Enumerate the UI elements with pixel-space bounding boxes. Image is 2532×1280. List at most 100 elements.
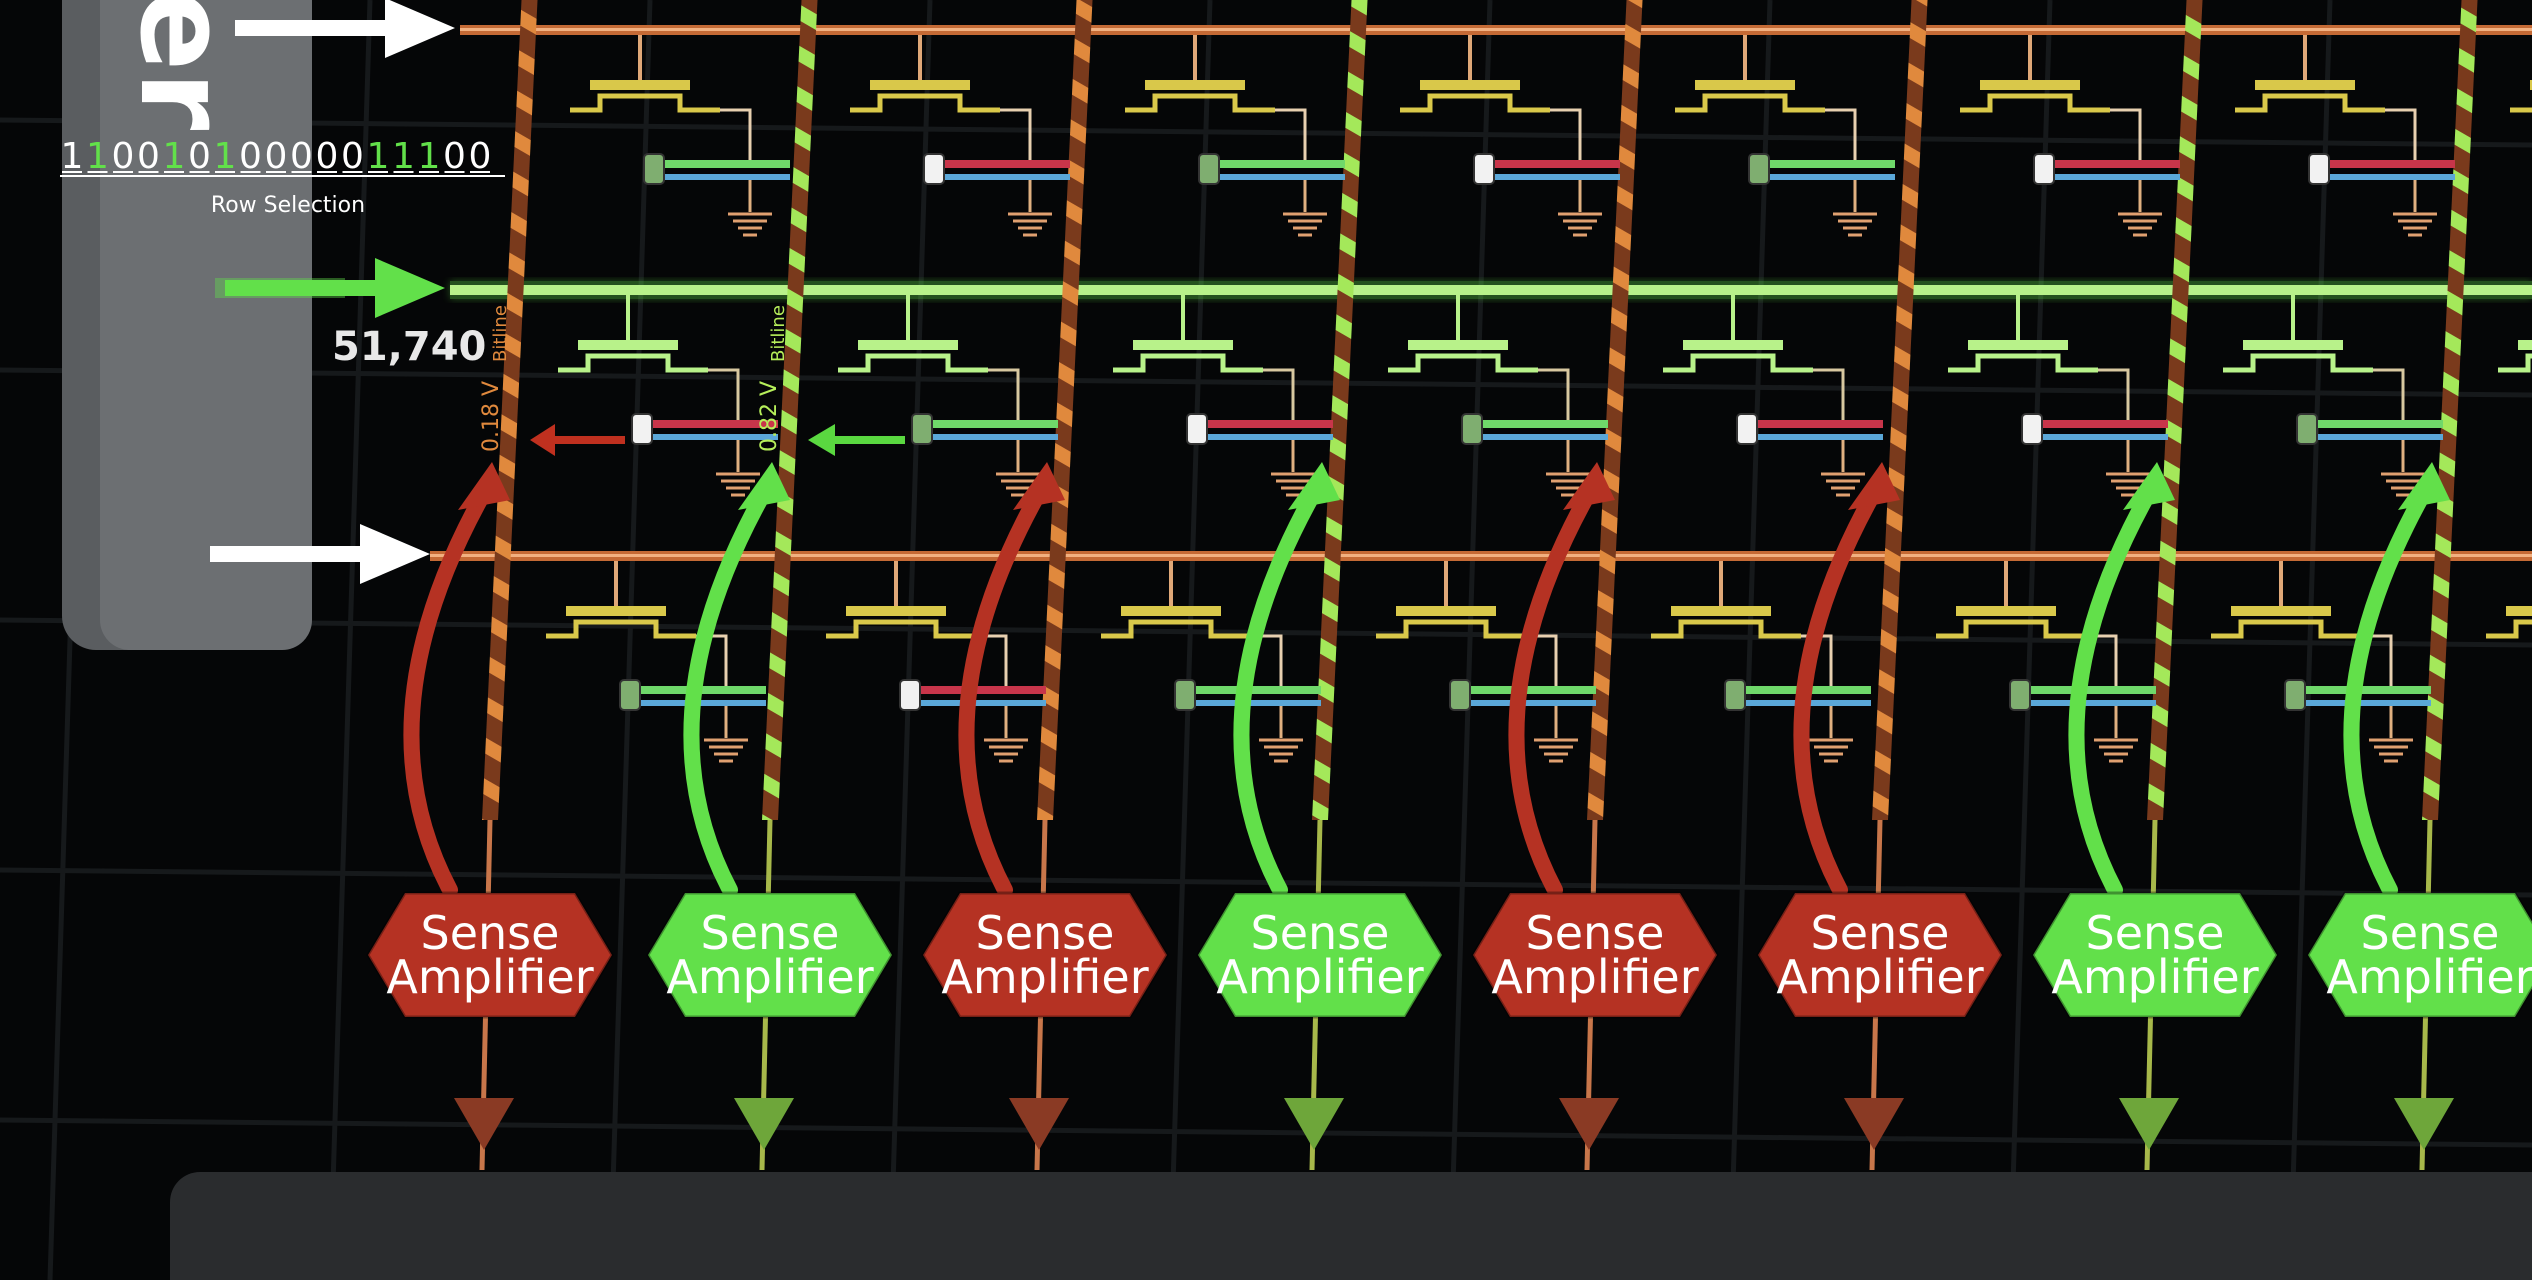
transistor-channel — [1113, 353, 1263, 373]
grid-line — [1727, 0, 1773, 1280]
transistor-channel — [558, 353, 708, 373]
memory-cell — [850, 35, 1070, 237]
memory-cell — [2211, 561, 2431, 763]
sense-amplifier-label-line2: Amplifier — [1776, 950, 1983, 1004]
address-bit: 0 — [188, 136, 211, 177]
memory-cell — [558, 295, 778, 497]
wordline-active — [450, 285, 2532, 295]
charge-indicator-icon — [899, 679, 921, 711]
capacitor-top-plate — [1215, 160, 1345, 168]
memory-cell — [1376, 561, 1596, 763]
wordline-highlight — [460, 28, 2532, 31]
capacitor-top-plate — [2325, 160, 2455, 168]
decoder-label: er — [113, 0, 252, 130]
sense-amplifier-label-line2: Amplifier — [2326, 950, 2532, 1004]
sense-arrow-curve — [1508, 492, 1593, 898]
sense-arrow-head-icon — [1013, 462, 1065, 510]
transistor-gate — [1695, 80, 1795, 90]
address-bit: 1 — [61, 136, 84, 177]
memory-cell — [570, 35, 790, 237]
charge-indicator-icon — [1198, 153, 1220, 185]
transistor-channel — [546, 619, 696, 639]
bitline-label-low: Bitline — [490, 305, 511, 362]
sense-arrow-curve — [1233, 492, 1318, 898]
capacitor-bottom-plate — [916, 700, 1046, 706]
transistor-channel — [1675, 93, 1825, 113]
charge-indicator-icon — [1736, 413, 1758, 445]
transistor-gate — [2243, 340, 2343, 350]
sense-amplifier-body — [366, 891, 614, 1019]
row-selection-label: Row Selection — [211, 193, 365, 218]
charge-indicator-icon — [1724, 679, 1746, 711]
grid-line — [1167, 0, 1213, 1280]
transistor-channel — [826, 619, 976, 639]
row-arrow-shaft — [235, 20, 395, 36]
sense-amplifier-body — [2031, 891, 2279, 1019]
cell-wire — [1538, 368, 1570, 420]
address-bit: 0 — [112, 136, 135, 177]
row-select-arrows — [210, 0, 455, 584]
capacitor-bottom-plate — [2050, 174, 2180, 180]
memory-cell — [1125, 35, 1345, 237]
transistor-channel — [570, 93, 720, 113]
capacitor-top-plate — [1478, 420, 1608, 428]
bitline-annotation-low: 0.18 V Bitline — [479, 305, 625, 456]
capacitor-top-plate — [2301, 686, 2431, 694]
address-bit: 0 — [137, 136, 160, 177]
output-arrow-icon — [1559, 1098, 1619, 1150]
sense-amplifier-label-line1: Sense — [976, 906, 1115, 960]
capacitor-top-plate — [660, 160, 790, 168]
transistor-channel — [838, 353, 988, 373]
charge-indicator-icon — [2033, 153, 2055, 185]
memory-cell — [2235, 35, 2455, 237]
sense-amplifier-label-line1: Sense — [2361, 906, 2500, 960]
memory-cell — [2510, 80, 2532, 113]
transistor-channel — [2235, 93, 2385, 113]
bitline — [2147, 0, 2203, 820]
sense-arrow-curve — [683, 492, 768, 898]
charge-indicator-icon — [2308, 153, 2330, 185]
transistor-gate — [2506, 606, 2532, 616]
memory-cell — [1663, 295, 1883, 497]
sense-amplifier-label-line1: Sense — [1811, 906, 1950, 960]
bitline — [482, 0, 538, 820]
row-arrow-shaft — [225, 280, 385, 296]
wordlines — [430, 25, 2532, 561]
capacitor-bottom-plate — [2038, 434, 2168, 440]
transistor-channel — [1948, 353, 2098, 373]
grid-line — [607, 0, 653, 1280]
cell-wire — [1550, 108, 1582, 160]
memory-cell — [1101, 561, 1321, 763]
transistor-gate — [846, 606, 946, 616]
transistor-gate — [2255, 80, 2355, 90]
grid-line — [0, 117, 2532, 148]
address-bit: 1 — [418, 136, 441, 177]
grid-line — [0, 1117, 2532, 1148]
sense-amplifier-label-line2: Amplifier — [386, 950, 593, 1004]
bitline-annotation-high: 0.82 V Bitline — [757, 305, 905, 456]
output-arrow-icon — [734, 1098, 794, 1150]
sense-amplifier-label-line2: Amplifier — [1216, 950, 1423, 1004]
sense-arrow-head-icon — [1288, 462, 1340, 510]
transistor-channel — [1651, 619, 1801, 639]
capacitor-bottom-plate — [1215, 174, 1345, 180]
sense-arrow-head-icon — [1563, 462, 1615, 510]
grid-line — [887, 0, 933, 1280]
sense-arrows — [403, 462, 2450, 898]
capacitor-top-plate — [2038, 420, 2168, 428]
sense-amplifier-label-line2: Amplifier — [666, 950, 873, 1004]
bitline — [1312, 0, 1368, 820]
memory-cell — [1400, 35, 1620, 237]
grid-line — [327, 0, 373, 1280]
transistor-gate — [1420, 80, 1520, 90]
bitline — [2422, 0, 2478, 820]
charge-indicator-icon — [911, 413, 933, 445]
transistor-channel — [1376, 619, 1526, 639]
transistor-channel — [1101, 619, 1251, 639]
capacitor-bottom-plate — [1203, 434, 1333, 440]
sense-amplifier-body — [1196, 891, 1444, 1019]
capacitor-top-plate — [916, 686, 1046, 694]
capacitor-bottom-plate — [1466, 700, 1596, 706]
